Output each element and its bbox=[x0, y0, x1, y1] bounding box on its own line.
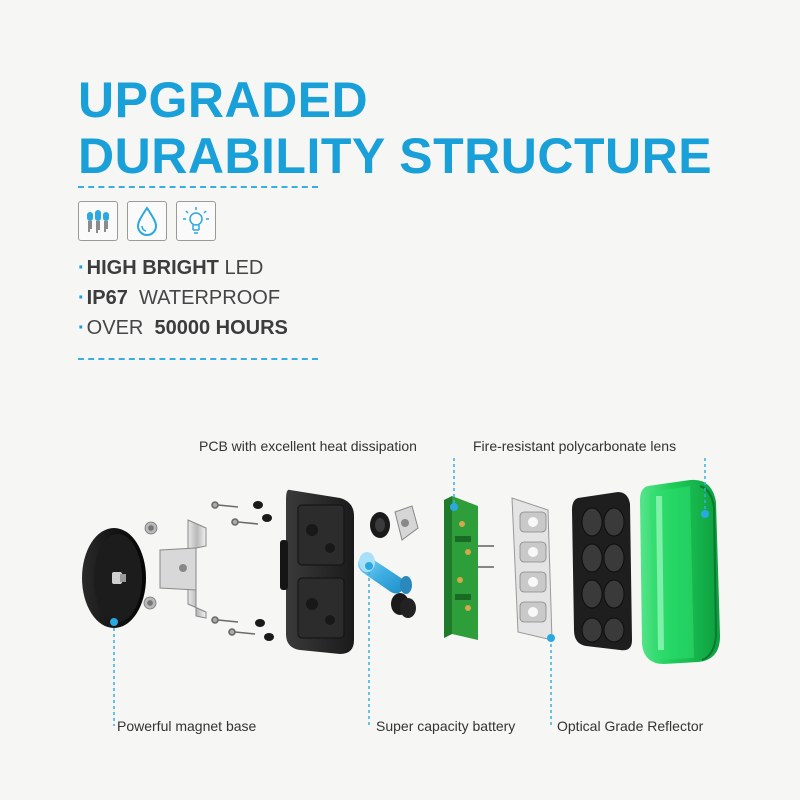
callout-pins bbox=[110, 503, 709, 642]
feature-over-50000-hours: ·OVER 50000 HOURS bbox=[78, 317, 288, 339]
battery bbox=[358, 552, 412, 594]
magnet-base bbox=[82, 528, 146, 628]
grommets bbox=[253, 501, 274, 641]
callout-lens-label: Fire-resistant polycarbonate lens bbox=[473, 438, 677, 454]
housing-screws bbox=[211, 501, 494, 636]
bracket-fasteners bbox=[143, 521, 158, 610]
feature-ip67-waterproof: ·IP67 WATERPROOF bbox=[78, 287, 281, 309]
bullet-dot: · bbox=[78, 287, 85, 309]
polycarbonate-lens bbox=[640, 479, 720, 664]
title-divider bbox=[78, 186, 318, 188]
page-title: UPGRADED DURABILITY STRUCTURE bbox=[78, 72, 712, 184]
back-housing bbox=[280, 489, 354, 654]
callout-pcb-label: PCB with excellent heat dissipation bbox=[199, 438, 417, 454]
callout-magnet-label: Powerful magnet base bbox=[117, 718, 257, 734]
light-bulb-icon bbox=[176, 201, 216, 241]
metal-bracket bbox=[159, 519, 207, 619]
feature-high-bright-led: ·HIGH BRIGHT LED bbox=[78, 257, 264, 279]
callout-leaders bbox=[113, 458, 706, 726]
reflector bbox=[572, 492, 632, 651]
water-drop-icon bbox=[127, 201, 167, 241]
bullet-dot: · bbox=[78, 317, 85, 339]
switch-parts bbox=[370, 505, 419, 618]
title-line-1: UPGRADED bbox=[78, 72, 369, 128]
led-icon bbox=[78, 201, 118, 241]
features-divider bbox=[78, 358, 318, 360]
pcb-board bbox=[444, 496, 478, 640]
callout-battery-label: Super capacity battery bbox=[376, 718, 516, 734]
bullet-dot: · bbox=[78, 257, 85, 279]
callout-reflector-label: Optical Grade Reflector bbox=[557, 718, 704, 734]
led-module bbox=[511, 497, 553, 641]
title-line-2: DURABILITY STRUCTURE bbox=[78, 128, 713, 184]
